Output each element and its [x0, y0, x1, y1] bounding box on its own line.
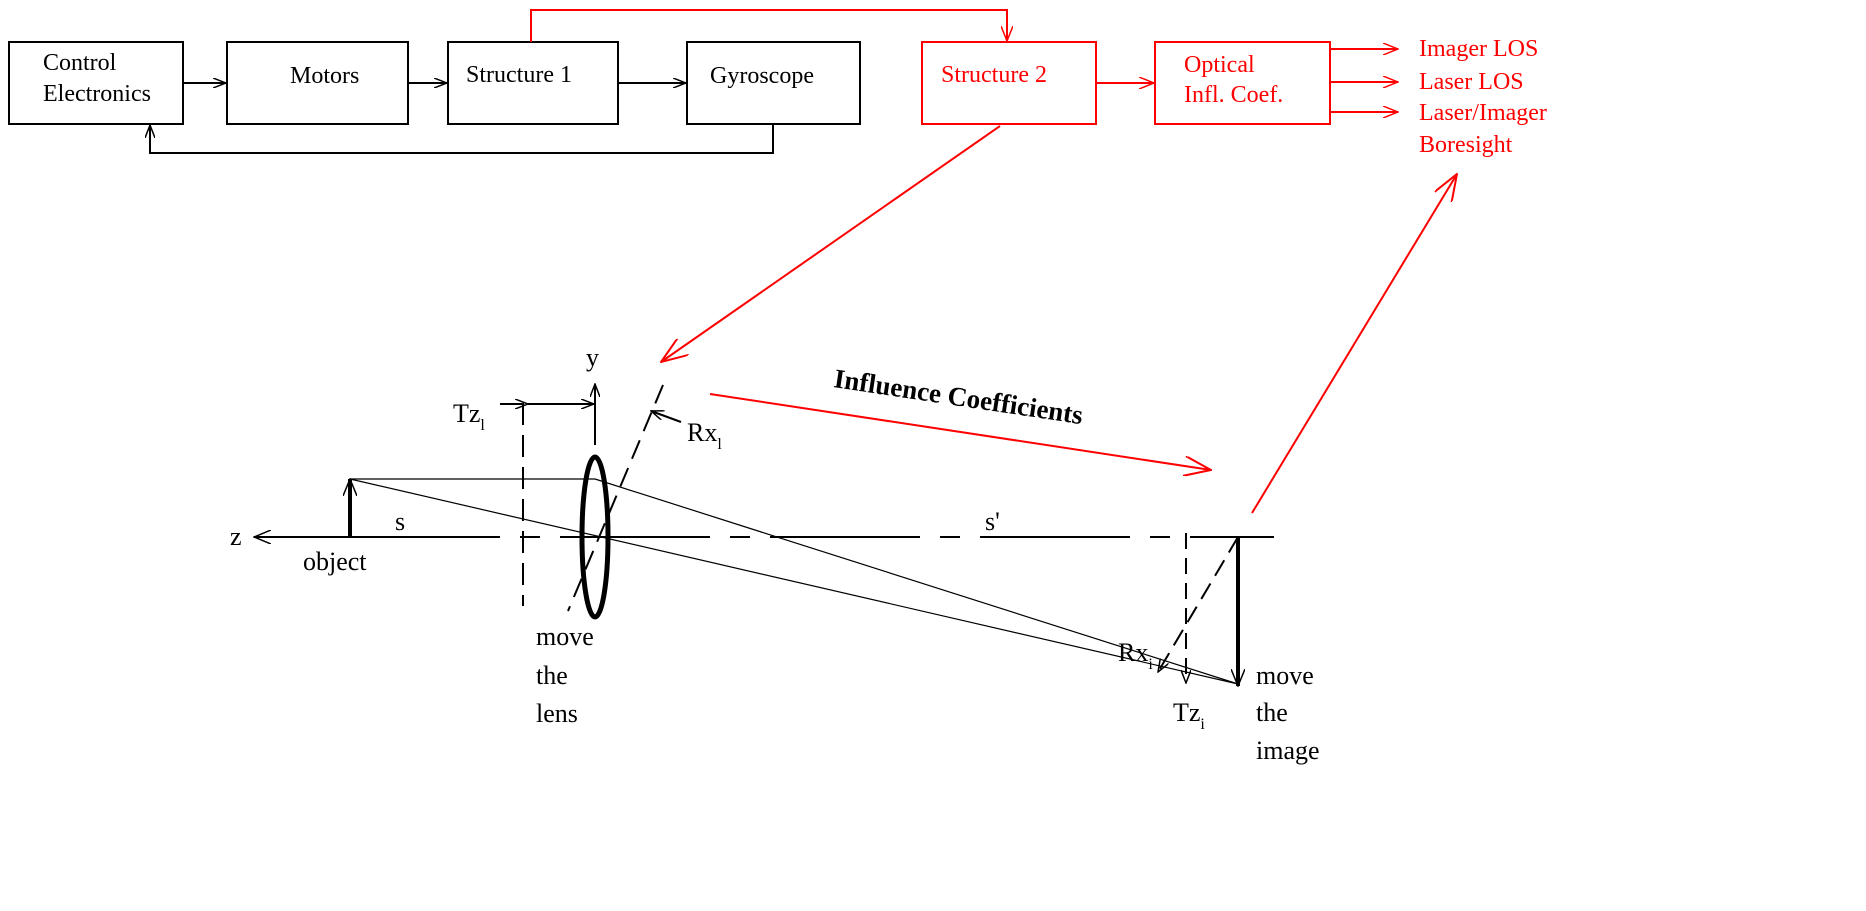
tilted-lens-dashed-line [567, 384, 664, 612]
move-image-label-3: image [1256, 736, 1320, 765]
rx-l-arrow [651, 411, 682, 423]
motors-label: Motors [290, 63, 359, 89]
influence-coefficients-heading: Influence Coefficients [832, 363, 1085, 430]
rx-l-label: Rxl [687, 418, 722, 453]
ray-top-refracted [594, 478, 1239, 685]
tz-l-label: Tzl [453, 399, 485, 434]
move-lens-label-1: move [536, 622, 594, 651]
optical-label-2: Infl. Coef. [1184, 82, 1283, 108]
y-axis-label: y [586, 343, 599, 372]
s-label: s [395, 507, 405, 536]
optical-label-1: Optical [1184, 52, 1255, 78]
arrow-image-to-boresight [1251, 174, 1457, 514]
gyroscope-label: Gyroscope [710, 63, 814, 89]
tz-i-label: Tzi [1173, 698, 1205, 733]
lens [579, 454, 611, 620]
boresight-label-2: Boresight [1419, 132, 1513, 158]
structure-2-label: Structure 2 [941, 62, 1047, 88]
arrow-structure2-to-lens [661, 125, 1001, 362]
influence-coefficients-arrow [709, 393, 1211, 470]
boresight-label-1: Laser/Imager [1419, 100, 1547, 126]
move-image-label-2: the [1256, 698, 1288, 727]
imager-los-label: Imager LOS [1419, 36, 1538, 62]
laser-los-label: Laser LOS [1419, 69, 1524, 95]
move-lens-label-2: the [536, 661, 568, 690]
feedback-arrow-gyroscope-to-control [150, 124, 774, 154]
s-prime-label: s' [985, 507, 1000, 536]
control-electronics-label-2: Electronics [43, 81, 151, 107]
rx-i-dashed-arrow [1158, 536, 1239, 672]
arrow-structure1-to-structure2 [530, 9, 1007, 42]
object-label: object [303, 547, 367, 576]
rx-i-label: Rxi [1118, 638, 1153, 673]
ray-chief [349, 478, 1239, 685]
move-image-label-1: move [1256, 661, 1314, 690]
z-axis-label: z [230, 522, 242, 551]
structure-1-label: Structure 1 [466, 62, 572, 88]
move-lens-label-3: lens [536, 699, 578, 728]
control-electronics-label-1: Control [43, 50, 117, 76]
